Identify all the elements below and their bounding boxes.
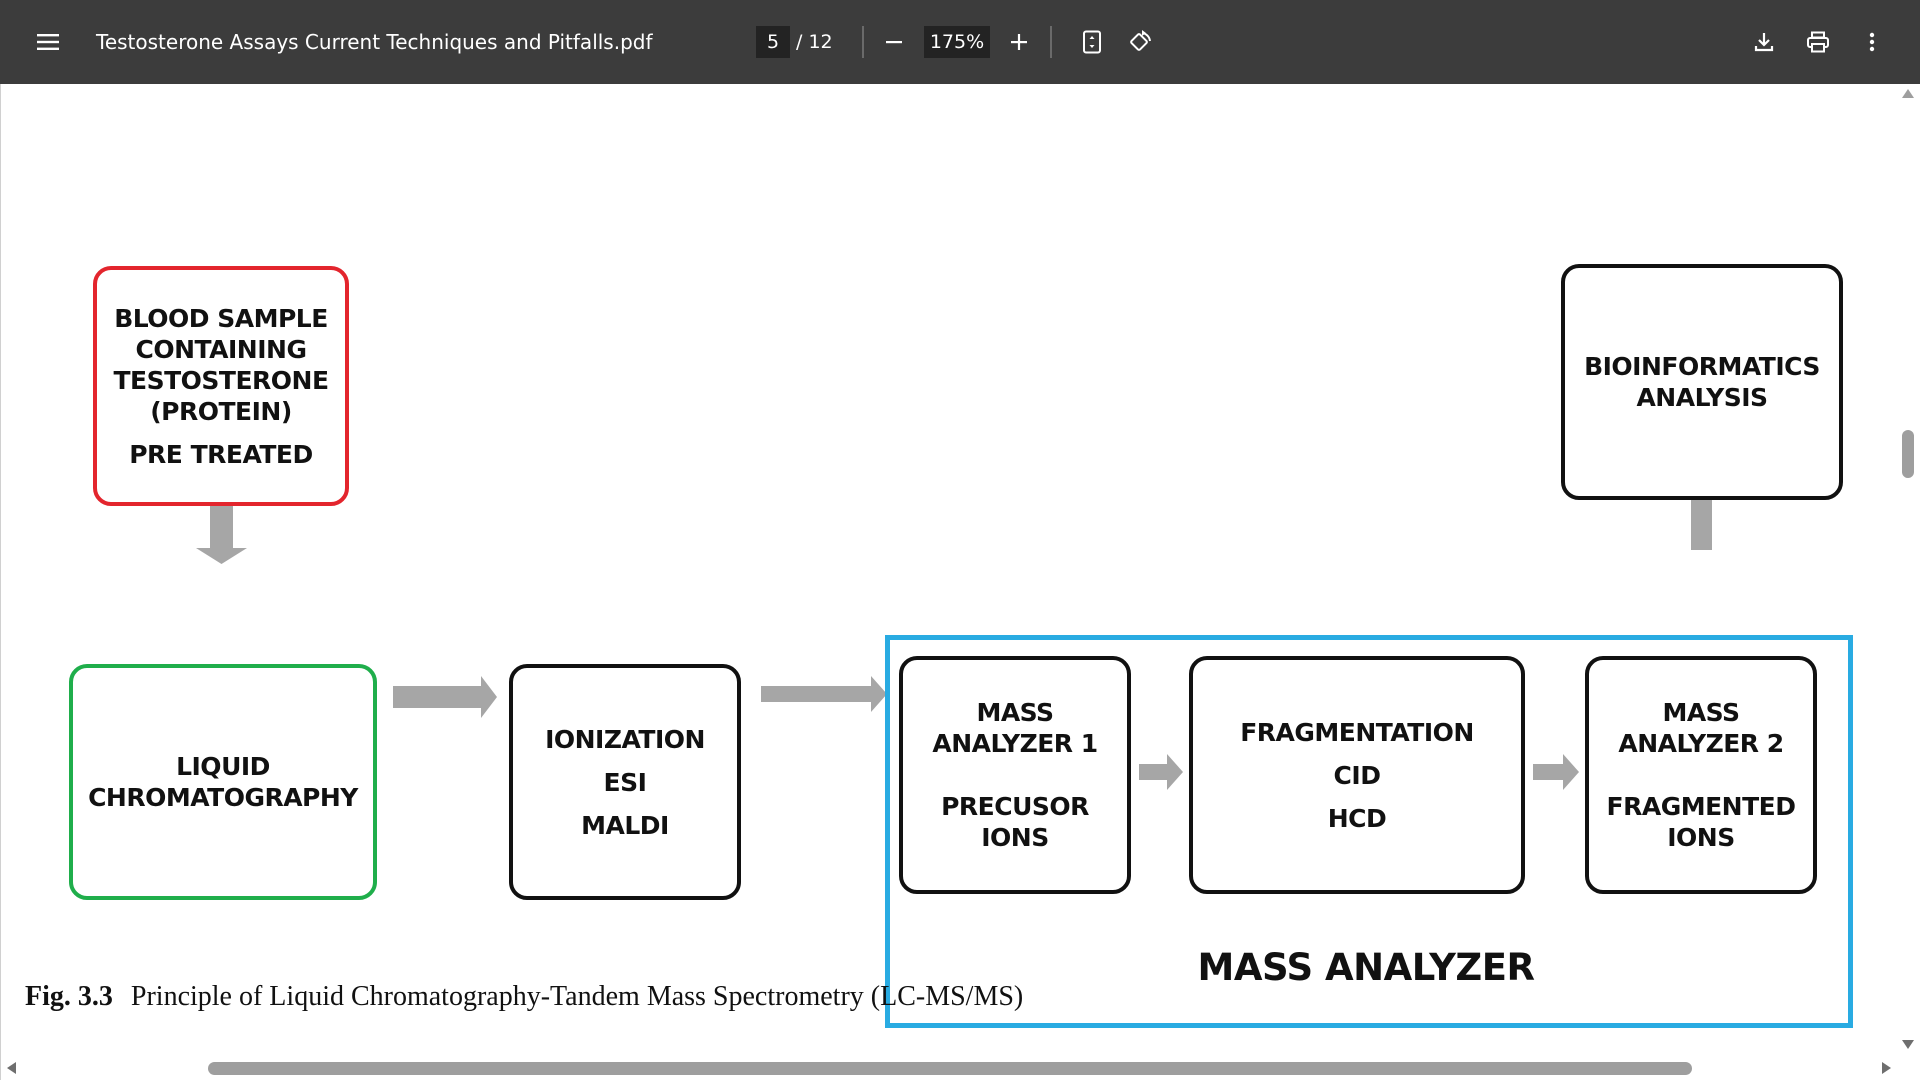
page-total-label: / 12 — [796, 31, 833, 53]
zoom-level-input[interactable]: 175% — [924, 26, 990, 58]
vertical-scrollbar-thumb[interactable] — [1902, 430, 1914, 478]
bioinformatics-box: BIOINFORMATICS ANALYSIS — [1561, 264, 1843, 500]
figure-caption: Fig. 3.3 Principle of Liquid Chromatograp… — [25, 980, 1023, 1014]
scroll-up-arrow-icon[interactable] — [1900, 86, 1916, 102]
ionization-maldi: MALDI — [581, 810, 669, 840]
blood-line-4: (PROTEIN) — [150, 396, 292, 426]
rotate-icon — [1130, 30, 1151, 51]
print-button[interactable] — [1798, 22, 1838, 62]
lc-line-1: LIQUID — [176, 752, 270, 781]
blood-line-2: CONTAINING — [135, 334, 307, 364]
bio-line-2: ANALYSIS — [1636, 383, 1768, 412]
minus-icon — [886, 41, 902, 44]
more-options-button[interactable] — [1852, 22, 1892, 62]
bio-line-1: BIOINFORMATICS — [1584, 352, 1820, 381]
ma2-title-2: ANALYZER 2 — [1618, 729, 1784, 758]
document-title: Testosterone Assays Current Techniques a… — [96, 30, 653, 54]
ionization-box: IONIZATION ESI MALDI — [509, 664, 741, 900]
page-number-input[interactable]: 5 — [756, 26, 790, 58]
more-vertical-icon — [1869, 32, 1875, 52]
blood-line-3: TESTOSTERONE — [113, 365, 329, 395]
ma1-sub-1: PRECUSOR — [941, 792, 1089, 821]
download-icon — [1754, 33, 1774, 52]
mass-analyzer-1-box: MASS ANALYZER 1 PRECUSOR IONS — [899, 656, 1131, 894]
rotate-button[interactable] — [1120, 22, 1160, 62]
frag-title: FRAGMENTATION — [1240, 717, 1474, 747]
document-viewport[interactable]: BLOOD SAMPLE CONTAINING TESTOSTERONE (PR… — [0, 84, 1920, 1080]
zoom-in-button[interactable] — [1000, 22, 1038, 62]
ma2-title-1: MASS — [1662, 698, 1740, 727]
fit-page-icon — [1083, 30, 1101, 54]
ma1-title-1: MASS — [976, 698, 1054, 727]
fit-page-button[interactable] — [1072, 22, 1112, 62]
ma1-title-2: ANALYZER 1 — [932, 729, 1098, 758]
frag-hcd: HCD — [1327, 803, 1387, 833]
ma2-sub-1: FRAGMENTED — [1606, 792, 1796, 821]
blood-pretreated: PRE TREATED — [129, 439, 313, 469]
arrow-lc-to-ionization — [393, 676, 497, 718]
ionization-esi: ESI — [603, 767, 647, 797]
hamburger-menu-icon[interactable] — [28, 22, 68, 62]
ionization-title: IONIZATION — [545, 724, 705, 754]
scroll-left-arrow-icon[interactable] — [4, 1060, 20, 1076]
horizontal-scrollbar-thumb[interactable] — [208, 1062, 1692, 1075]
mass-analyzer-2-box: MASS ANALYZER 2 FRAGMENTED IONS — [1585, 656, 1817, 894]
lc-line-2: CHROMATOGRAPHY — [88, 783, 358, 812]
scroll-down-arrow-icon[interactable] — [1900, 1036, 1916, 1052]
download-button[interactable] — [1744, 22, 1784, 62]
pdf-toolbar: Testosterone Assays Current Techniques a… — [0, 0, 1920, 84]
ma1-sub-2: IONS — [981, 823, 1049, 852]
blood-line-1: BLOOD SAMPLE — [114, 303, 328, 333]
frag-cid: CID — [1333, 760, 1381, 790]
figure-number: Fig. 3.3 — [25, 981, 113, 1012]
fragmentation-box: FRAGMENTATION CID HCD — [1189, 656, 1525, 894]
print-icon — [1807, 31, 1829, 53]
blood-sample-box: BLOOD SAMPLE CONTAINING TESTOSTERONE (PR… — [93, 266, 349, 506]
liquid-chromatography-box: LIQUID CHROMATOGRAPHY — [69, 664, 377, 900]
toolbar-divider — [1050, 26, 1052, 58]
ma2-sub-2: IONS — [1667, 823, 1735, 852]
mass-analyzer-label: MASS ANALYZER — [1197, 946, 1535, 989]
caption-text: Principle of Liquid Chromatography-Tande… — [130, 981, 1024, 1012]
toolbar-divider — [862, 26, 864, 58]
plus-icon — [1011, 34, 1027, 50]
mass-analyzer-group — [885, 635, 1853, 1028]
zoom-out-button[interactable] — [876, 22, 912, 62]
scroll-right-arrow-icon[interactable] — [1878, 1060, 1894, 1076]
arrow-ionization-to-mass — [761, 676, 887, 712]
